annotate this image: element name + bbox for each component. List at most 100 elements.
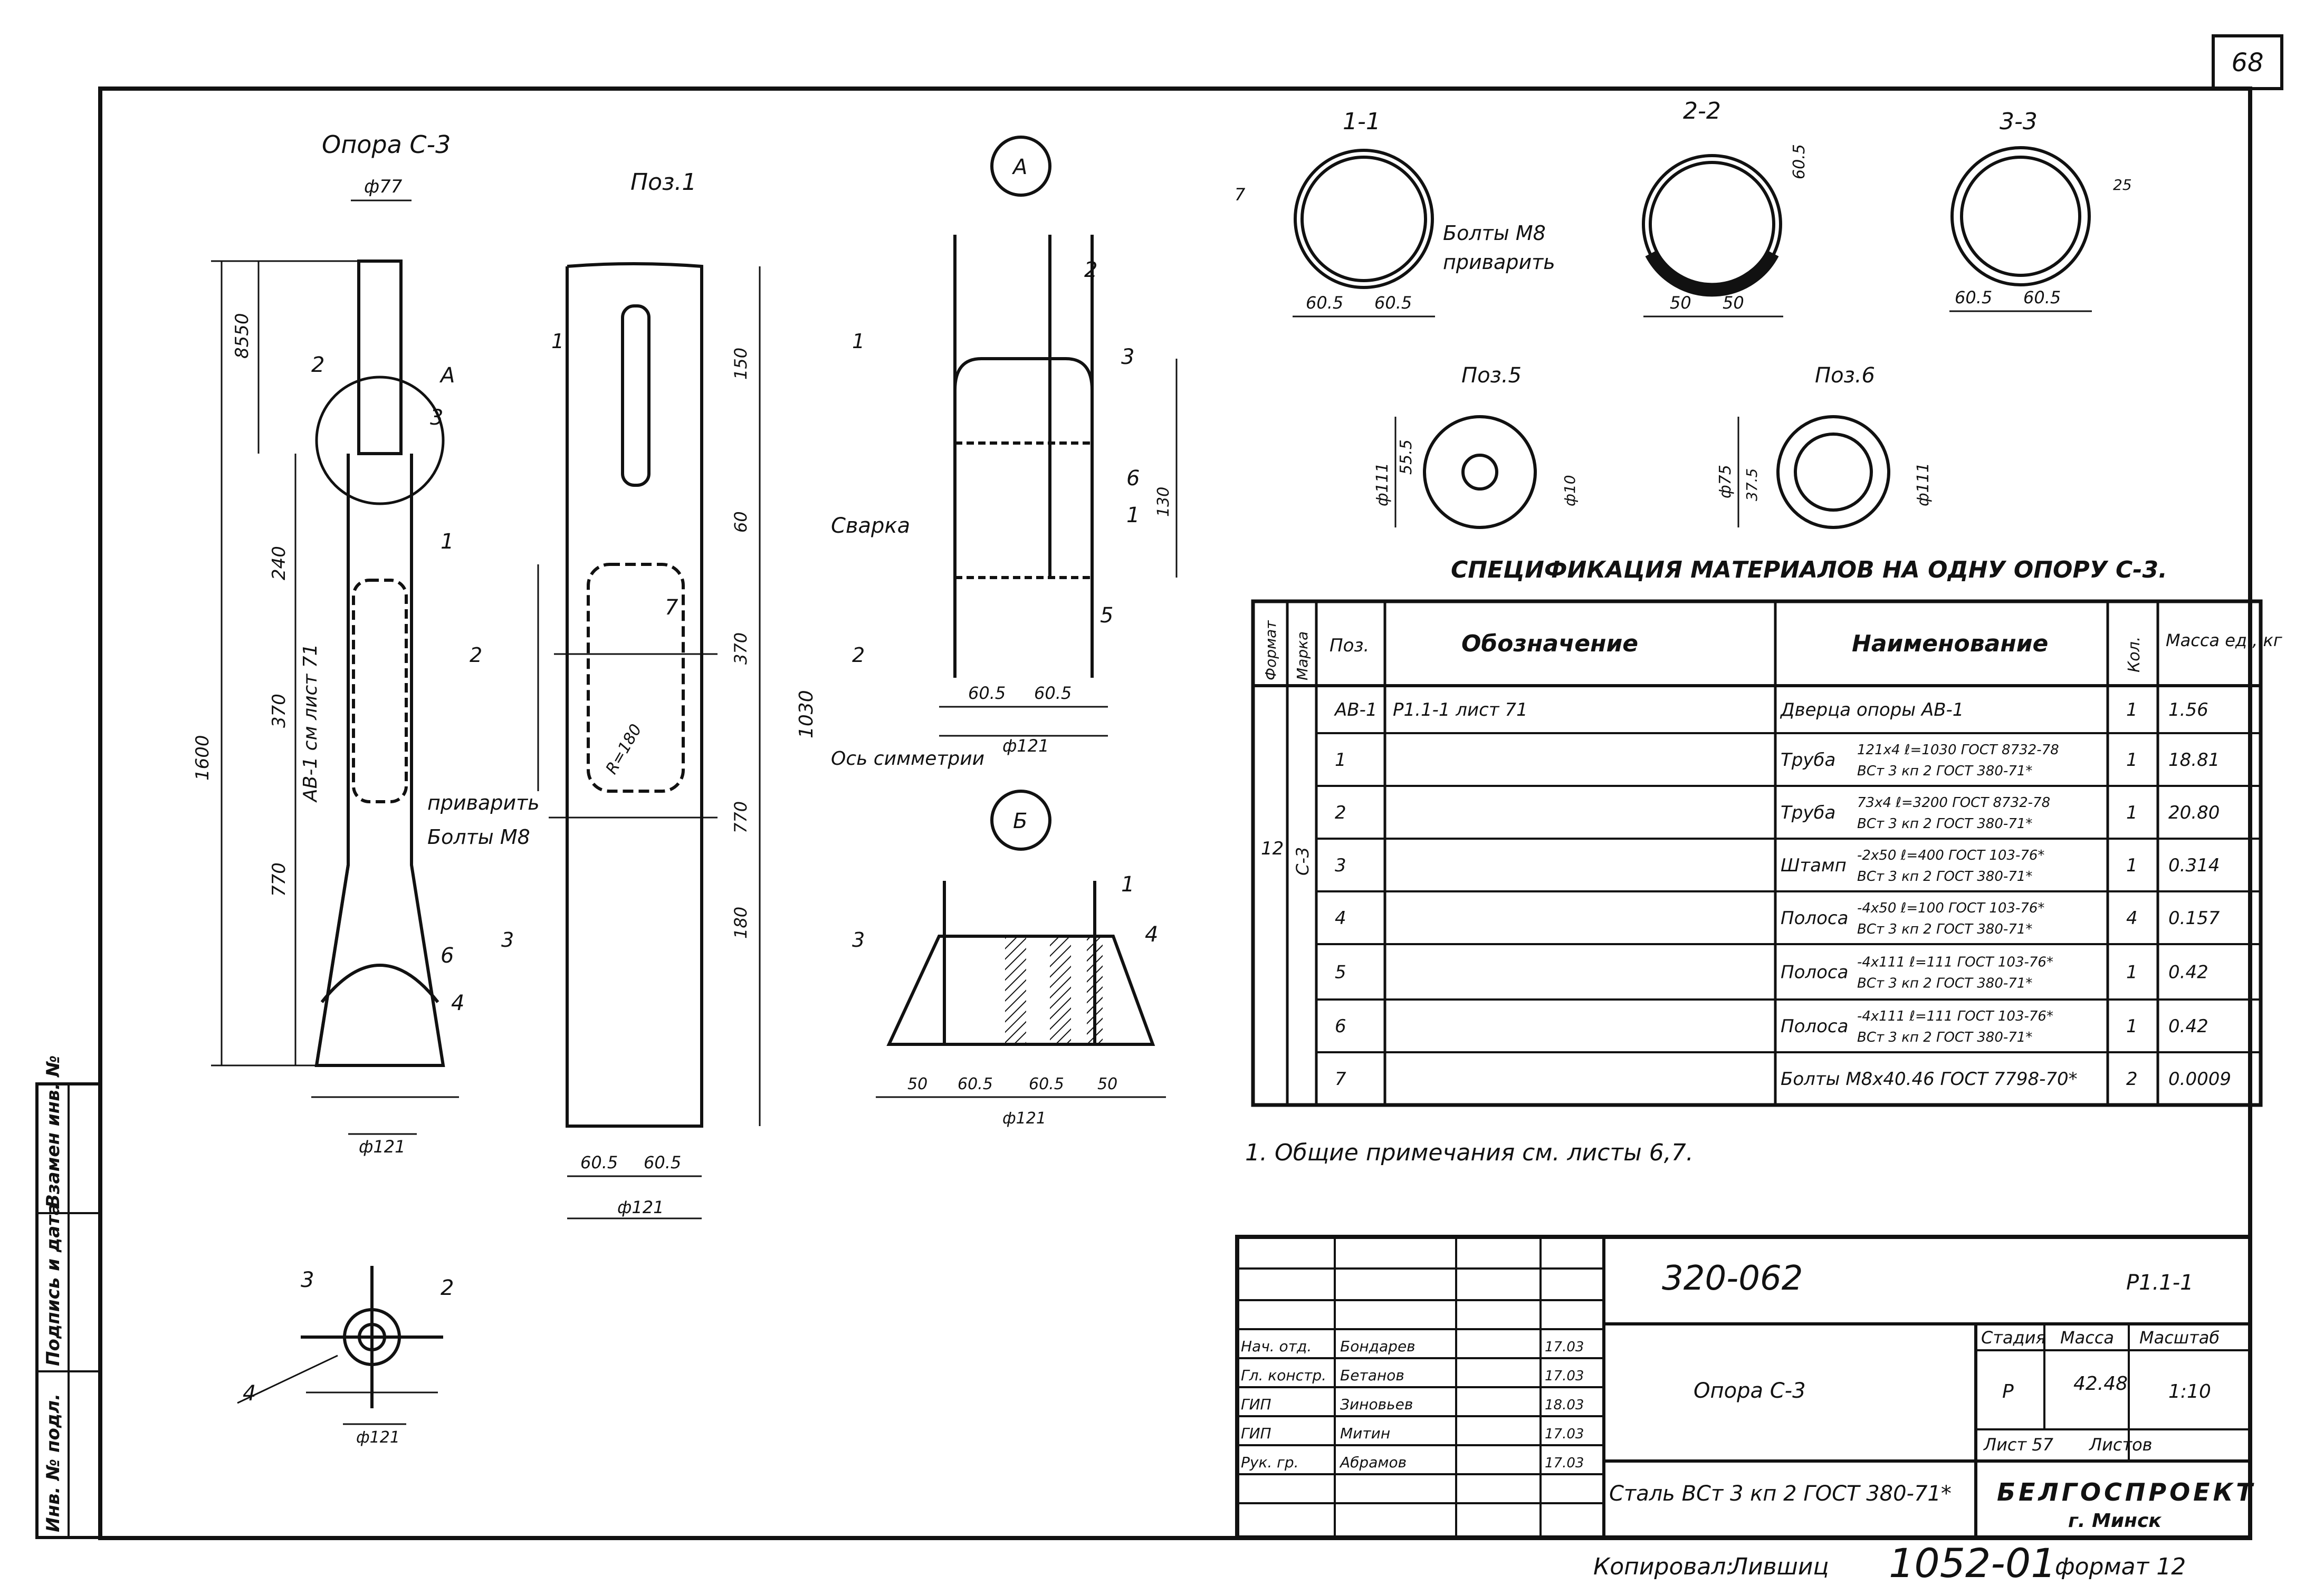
spec-row-name-line1: Болты М8х40.46 ГОСТ 7798-70* <box>1781 1069 2078 1090</box>
spec-row-pos: АВ-1 <box>1334 699 1377 720</box>
view-title-pos5: Поз.5 <box>1461 363 1522 388</box>
section-2-mark-a: 2 <box>470 643 482 667</box>
spec-row-qty: 1 <box>2126 750 2138 771</box>
bolts-label-s2: Болты М8 <box>1443 222 1546 245</box>
section-title-3: 3-3 <box>2000 108 2038 135</box>
callout-1-node-b: 1 <box>1121 872 1134 897</box>
spec-row-qty: 1 <box>2126 699 2138 720</box>
spec-row-name-line1: -4х50 ℓ=100 ГОСТ 103-76* <box>1857 900 2044 916</box>
section-title-2: 2-2 <box>1683 98 1721 124</box>
weld-on-label-main: приварить <box>427 791 540 814</box>
callout-7-pos1: 7 <box>665 595 678 620</box>
dim-d77-elev: ф77 <box>364 176 403 197</box>
spec-row-name-line1: -4х111 ℓ=111 ГОСТ 103-76* <box>1857 955 2053 971</box>
spec-row-pos: 3 <box>1335 855 1346 876</box>
view-pos5-pos6 <box>1394 415 1890 529</box>
dim-605-s2: 60.5 <box>1790 144 1809 179</box>
weld-on-label-s2: приварить <box>1443 251 1555 274</box>
spec-header-pos: Поз. <box>1330 635 1369 656</box>
spec-row-pos: 1 <box>1335 750 1346 771</box>
callout-1-node: 1 <box>1126 503 1140 527</box>
spec-row-mass: 18.81 <box>2168 750 2220 771</box>
title-mass-label: Масса <box>2060 1328 2114 1348</box>
title-role-name: Абрамов <box>1339 1454 1407 1471</box>
spec-row-name-line2: ВСт 3 кп 2 ГОСТ 380-71* <box>1857 1030 2032 1045</box>
side-sign-date: Подпись и дата <box>43 1203 64 1366</box>
spec-row-pos: 4 <box>1335 908 1346 929</box>
spec-table-grid <box>1251 599 2263 1107</box>
title-sheets: Листов <box>2089 1435 2153 1455</box>
spec-row-mass: 0.0009 <box>2168 1069 2231 1090</box>
spec-header-format: Формат <box>1262 620 1279 680</box>
callout-2-plan: 2 <box>441 1276 454 1300</box>
view-sections <box>1293 146 2092 318</box>
title-role: ГИП <box>1241 1425 1271 1442</box>
side-replace-inv: Взамен инв. № <box>43 1055 64 1208</box>
footer-copied-name: Лившиц <box>1729 1553 1829 1580</box>
spec-row-name-prefix: Полоса <box>1781 908 1848 929</box>
section-title-1: 1-1 <box>1343 108 1381 135</box>
dim-50-s2-b: 50 <box>1723 293 1744 313</box>
callout-4-node-b: 4 <box>1145 923 1158 947</box>
spec-row-name-prefix: Полоса <box>1781 962 1848 983</box>
spec-header-name: Наименование <box>1852 630 2048 657</box>
title-role: Нач. отд. <box>1241 1338 1312 1355</box>
callout-6-node: 6 <box>1126 466 1140 491</box>
title-role: Рук. гр. <box>1241 1454 1299 1471</box>
title-item-name: Опора С-3 <box>1694 1379 1806 1403</box>
dim-d121-node-a: ф121 <box>1002 736 1049 756</box>
title-scale-label: Масштаб <box>2139 1328 2220 1348</box>
spec-row-name-line1: Дверца опоры АВ-1 <box>1780 699 1964 720</box>
spec-row-mass: 0.314 <box>2168 855 2220 876</box>
title-role-name: Бетанов <box>1340 1367 1404 1384</box>
spec-row-name-prefix: Труба <box>1781 802 1835 823</box>
footer-doc-number: 1052-01 <box>1889 1540 2057 1587</box>
title-stage: Р <box>2002 1381 2014 1402</box>
spec-row-mass: 0.157 <box>2168 908 2220 929</box>
spec-title: СПЕЦИФИКАЦИЯ МАТЕРИАЛОВ НА ОДНУ ОПОРУ С-… <box>1451 556 2167 583</box>
title-role-name: Бондарев <box>1340 1338 1416 1355</box>
dim-605-s3-a: 60.5 <box>1955 287 1992 308</box>
bolts-label-main: Болты М8 <box>427 825 530 849</box>
dim-150-pos1: 150 <box>731 348 751 380</box>
title-role-date: 17.03 <box>1545 1339 1584 1355</box>
dim-605-node-a-2: 60.5 <box>1034 683 1072 703</box>
dim-375-pos6: 37.5 <box>1743 468 1761 501</box>
dim-r180: R=180 <box>602 721 646 777</box>
spec-row-name-line1: 73х4 ℓ=3200 ГОСТ 8732-78 <box>1857 795 2050 811</box>
callout-1-elev: 1 <box>441 530 454 554</box>
spec-row-mass: 1.56 <box>2168 699 2208 720</box>
title-role-date: 17.03 <box>1545 1368 1584 1384</box>
spec-row-name-prefix: Полоса <box>1781 1016 1848 1037</box>
dim-370-pos1: 370 <box>731 632 751 665</box>
spec-row-mass: 20.80 <box>2168 802 2220 823</box>
title-material: Сталь ВСт 3 кп 2 ГОСТ 380-71* <box>1609 1482 1952 1506</box>
dim-1030: 1030 <box>796 690 817 738</box>
spec-format-value: 12 <box>1261 838 1284 859</box>
title-sheet: Лист 57 <box>1983 1435 2054 1455</box>
spec-row-pos: 2 <box>1335 802 1346 823</box>
callout-2-elev: 2 <box>311 353 324 377</box>
side-stamp: Взамен инв. № Подпись и дата Инв. № подл… <box>35 1055 102 1539</box>
spec-row-qty: 4 <box>2126 908 2138 929</box>
dim-d121-node-b: ф121 <box>1002 1109 1046 1128</box>
title-role: ГИП <box>1241 1396 1271 1413</box>
dim-605-node-b-1: 60.5 <box>958 1075 993 1093</box>
dim-770-elev: 770 <box>269 862 290 897</box>
title-sheet-code: Р1.1-1 <box>2126 1271 2194 1295</box>
title-code: 320-062 <box>1662 1259 1803 1298</box>
dim-605-node-b-2: 60.5 <box>1029 1075 1064 1093</box>
title-role-name: Зиновьев <box>1340 1396 1413 1413</box>
callout-4-plan: 4 <box>243 1381 256 1406</box>
dim-d121-elev: ф121 <box>359 1137 405 1157</box>
spec-row-mass: 0.42 <box>2168 962 2208 983</box>
footer-copied-label: Копировал: <box>1593 1553 1734 1580</box>
callout-4-elev: 4 <box>451 991 464 1015</box>
title-role: Гл. констр. <box>1241 1367 1326 1384</box>
view-node-a <box>939 136 1178 737</box>
dim-7-s1: 7 <box>1235 185 1246 205</box>
dim-d75-pos6: ф75 <box>1716 465 1735 498</box>
